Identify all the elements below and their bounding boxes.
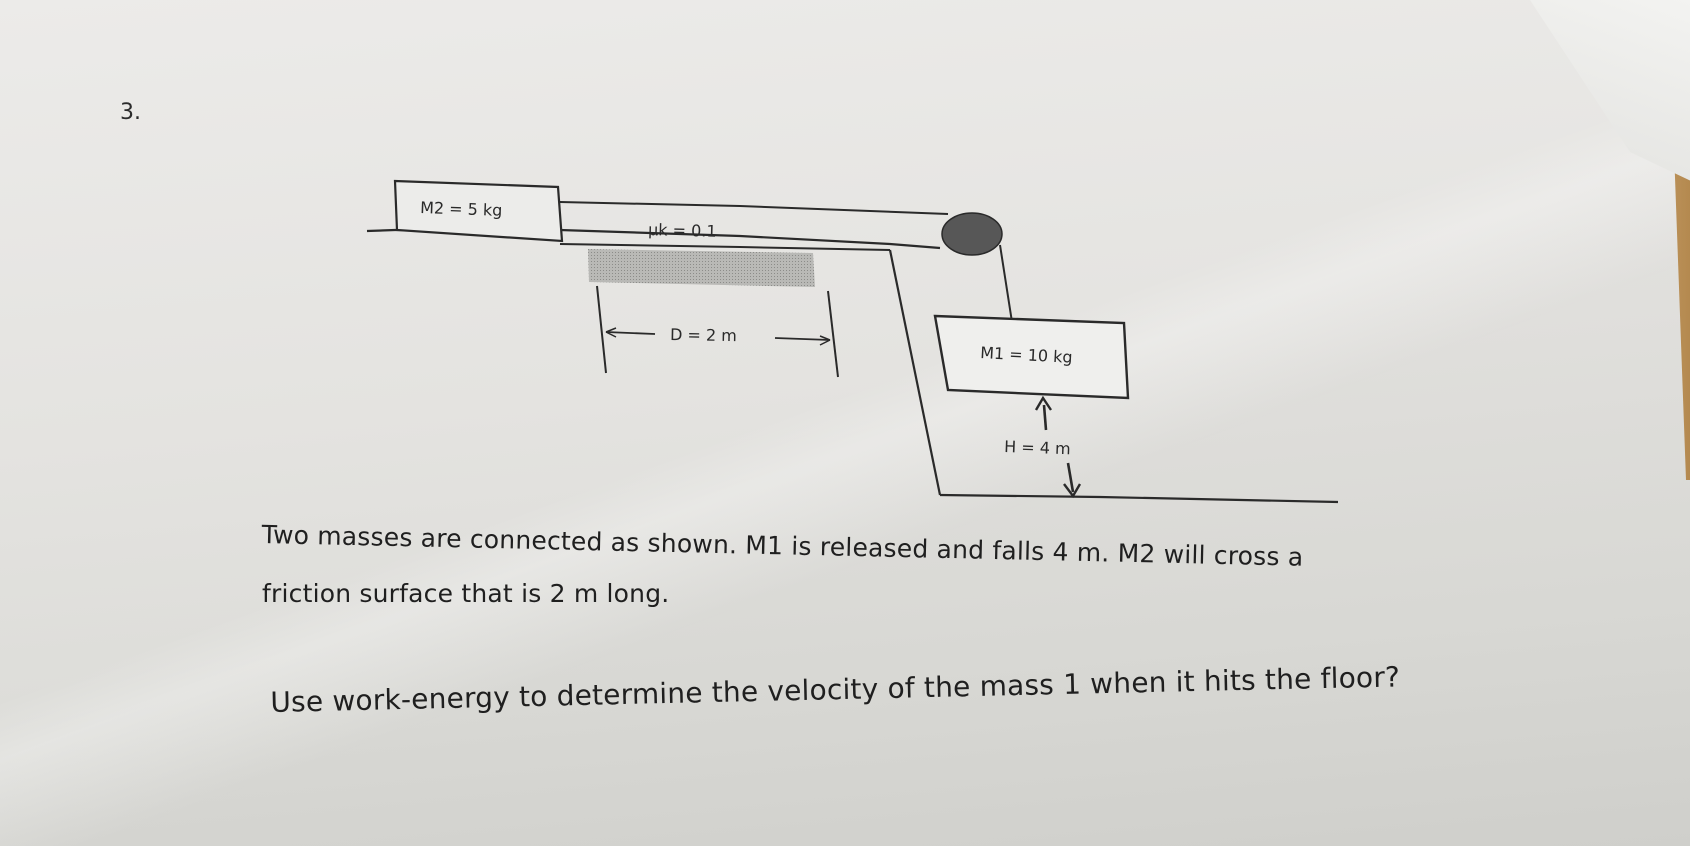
distance-marker-left <box>596 285 607 374</box>
distance-marker-right <box>827 290 839 378</box>
height-arrow-down <box>1066 462 1075 493</box>
pulley <box>941 212 1003 256</box>
m1-block <box>933 314 1130 400</box>
problem-text-line-2: friction surface that is 2 m long. <box>262 579 670 608</box>
distance-label: D = 2 m <box>670 325 737 345</box>
m2-label: M2 = 5 kg <box>420 198 503 220</box>
friction-surface <box>588 249 815 287</box>
height-arrow-up <box>1042 404 1048 431</box>
rope-horizontal <box>559 201 949 215</box>
m1-label: M1 = 10 kg <box>980 343 1073 367</box>
question-number: 3. <box>120 100 141 125</box>
table-underside <box>559 243 891 251</box>
rope-vertical <box>999 244 1013 323</box>
m2-block <box>393 179 564 243</box>
table-surface <box>366 228 941 250</box>
floor-line <box>939 493 1339 504</box>
height-label: H = 4 m <box>1004 437 1071 458</box>
distance-arrow-left <box>605 331 656 335</box>
distance-arrow-right <box>774 337 831 341</box>
friction-coefficient-label: μk = 0.1 <box>648 220 717 241</box>
table-leg <box>888 249 942 496</box>
